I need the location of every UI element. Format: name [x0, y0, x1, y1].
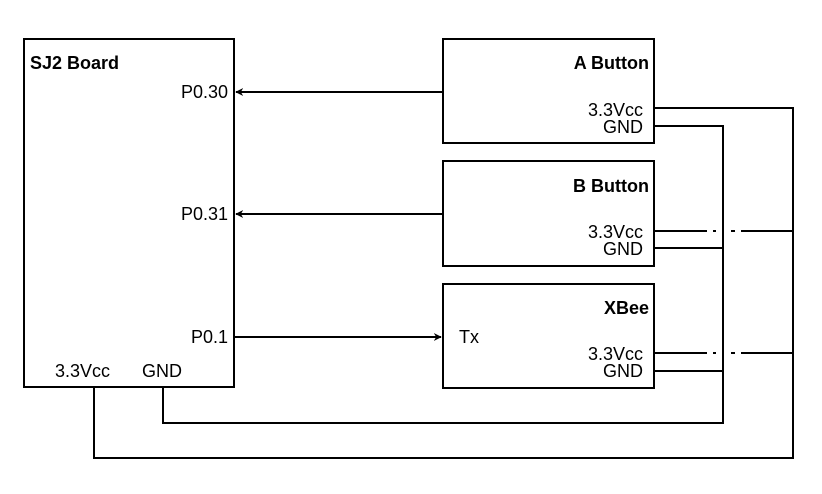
sj2-board-title: SJ2 Board — [30, 53, 119, 73]
a-button-pin-gnd: GND — [603, 117, 643, 137]
sj2-pin-vcc: 3.3Vcc — [55, 361, 110, 381]
sj2-pin-gnd: GND — [142, 361, 182, 381]
sj2-board-box — [23, 38, 235, 388]
b-button-block: B Button 3.3Vcc GND — [442, 160, 655, 267]
a-button-block: A Button 3.3Vcc GND — [442, 38, 655, 144]
b-button-pin-gnd: GND — [603, 239, 643, 259]
xbee-pin-vcc: 3.3Vcc — [588, 344, 643, 364]
xbee-box — [442, 283, 655, 389]
xbee-pin-gnd: GND — [603, 361, 643, 381]
a-button-pin-vcc: 3.3Vcc — [588, 100, 643, 120]
xbee-title: XBee — [604, 298, 649, 318]
a-button-title: A Button — [574, 53, 649, 73]
sj2-pin-p030: P0.30 — [181, 82, 228, 102]
gnd-rail-wire — [162, 125, 724, 424]
sj2-pin-p031: P0.31 — [181, 204, 228, 224]
a-button-box — [442, 38, 655, 144]
sj2-pin-p01: P0.1 — [191, 327, 228, 347]
b-button-pin-vcc: 3.3Vcc — [588, 222, 643, 242]
sj2-board-block: SJ2 Board P0.30 P0.31 P0.1 3.3Vcc GND — [23, 38, 235, 388]
xbee-block: XBee Tx 3.3Vcc GND — [442, 283, 655, 389]
xbee-pin-tx: Tx — [459, 327, 479, 347]
b-button-title: B Button — [573, 176, 649, 196]
vcc-rail-wire — [93, 107, 794, 459]
